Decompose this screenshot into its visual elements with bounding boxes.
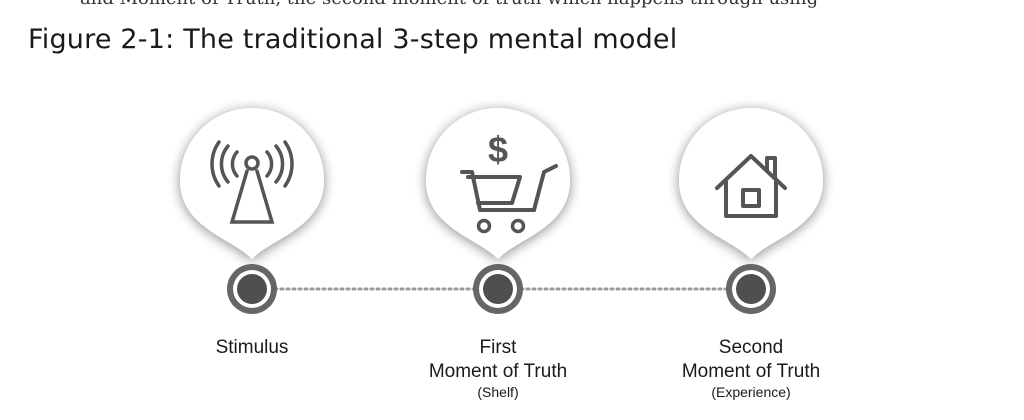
timeline-node-second-moment (726, 264, 776, 314)
step-label-line: Stimulus (215, 337, 289, 358)
step-label-line: Moment of Truth (428, 361, 568, 382)
step-pin-first-moment: $ (426, 108, 570, 314)
house-icon (715, 154, 787, 218)
step-sub-label: (Shelf) (477, 384, 519, 400)
step-label-line: Second (718, 337, 784, 358)
radio-tower-icon (210, 140, 294, 224)
shopping-cart-dollar-icon: $ (460, 129, 558, 234)
step-label-line: First (479, 337, 517, 358)
step-sub-label: (Experience) (711, 384, 791, 400)
top-text-fragment: and Moment of Truth, the second moment o… (80, 0, 818, 9)
step-label-second-moment: Second Moment of Truth (Experience) (641, 336, 861, 400)
svg-text:$: $ (488, 129, 508, 170)
step-pin-stimulus (180, 108, 324, 314)
step-pin-second-moment (679, 108, 823, 314)
step-label-stimulus: Stimulus (142, 336, 362, 360)
step-label-first-moment: First Moment of Truth (Shelf) (388, 336, 608, 400)
step-label-line: Moment of Truth (681, 361, 821, 382)
timeline-node-stimulus (227, 264, 277, 314)
timeline-node-first-moment (473, 264, 523, 314)
figure-title: Figure 2-1: The traditional 3-step menta… (28, 24, 678, 55)
